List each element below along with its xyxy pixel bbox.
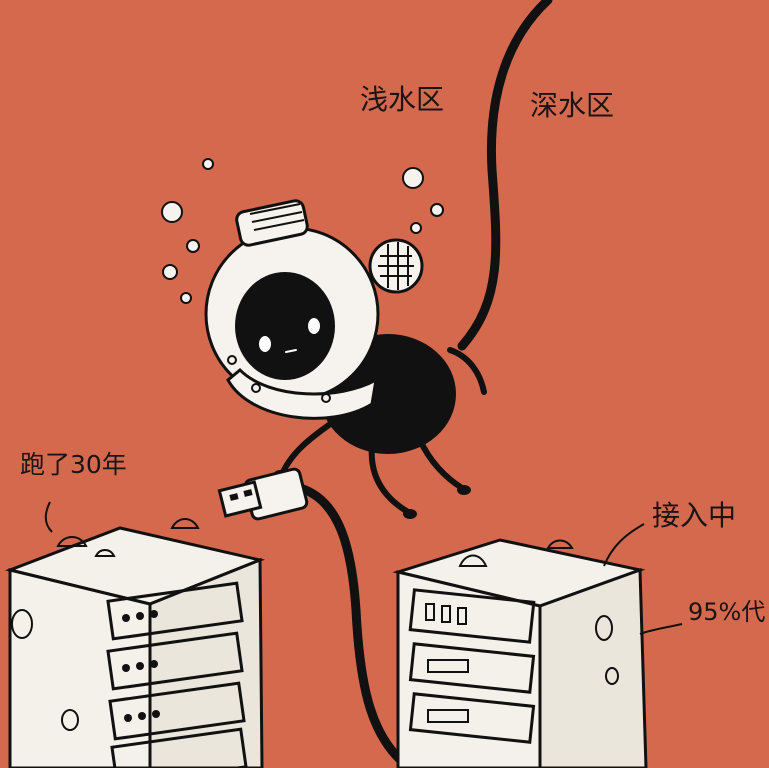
callout-line-connect <box>603 523 645 567</box>
air-hose <box>457 0 553 351</box>
bubbles <box>161 158 444 304</box>
usb-plug-icon <box>217 467 309 521</box>
generation-95-label: 95%代 <box>688 598 766 626</box>
diver-helmet-icon <box>204 199 424 420</box>
callout-line-runtime <box>44 501 53 533</box>
deep-water-label: 深水区 <box>530 89 615 122</box>
shallow-water-label: 浅水区 <box>360 83 445 116</box>
old-server <box>4 518 266 768</box>
new-server <box>392 538 648 768</box>
data-cable <box>295 483 415 768</box>
running-30-years-label: 跑了30年 <box>20 450 127 479</box>
callout-line-gen <box>639 623 683 635</box>
connecting-label: 接入中 <box>652 499 737 532</box>
